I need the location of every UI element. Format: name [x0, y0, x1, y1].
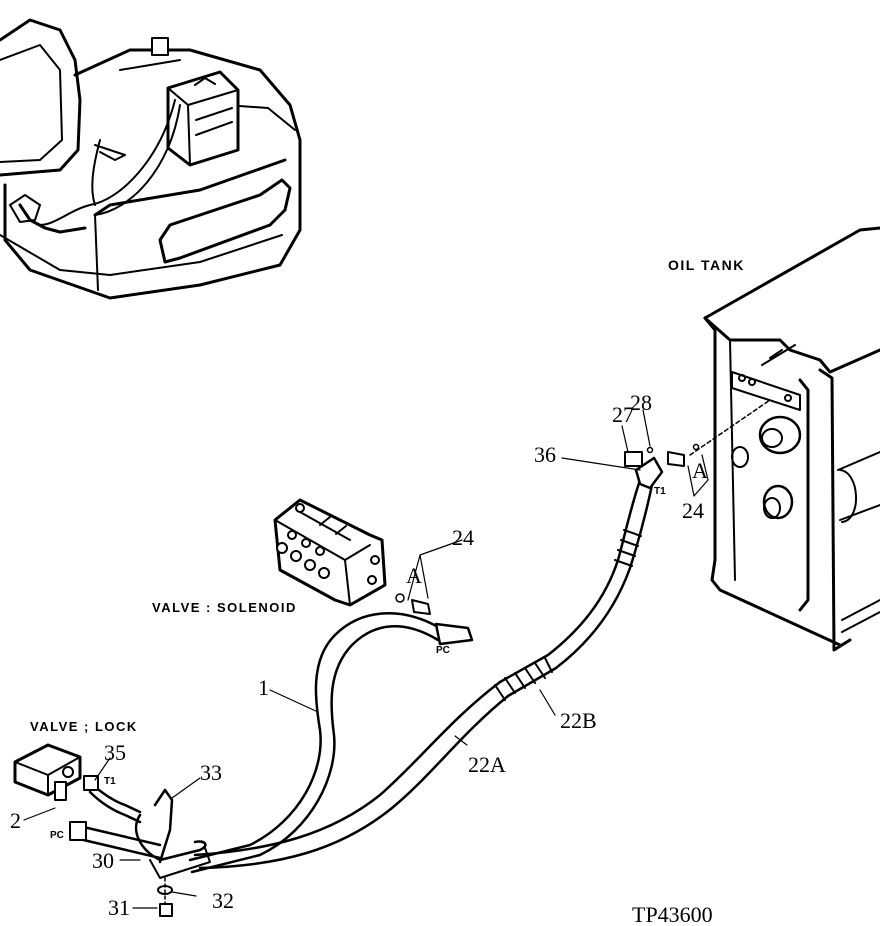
- callout-33: 33: [200, 760, 222, 785]
- valve-lock-label: VALVE ; LOCK: [30, 719, 138, 734]
- valve-solenoid-label: VALVE : SOLENOID: [152, 600, 297, 615]
- callout-24-tank: 24: [682, 498, 704, 523]
- callout-27: 27: [612, 402, 634, 427]
- drawing-number: TP43600: [632, 902, 713, 926]
- machine-overview: [0, 18, 302, 300]
- oil-tank: [689, 226, 880, 652]
- labels: OIL TANK VALVE : SOLENOID VALVE ; LOCK T…: [10, 257, 745, 926]
- callout-22b: 22B: [560, 708, 597, 733]
- port-pc-lock: PC: [50, 830, 64, 841]
- callout-35: 35: [104, 740, 126, 765]
- leader-lines: [23, 409, 709, 909]
- callout-31: 31: [108, 895, 130, 920]
- callout-1: 1: [258, 675, 269, 700]
- lock-valve: [13, 743, 82, 801]
- callout-32: 32: [212, 888, 234, 913]
- callout-30: 30: [92, 848, 114, 873]
- port-pc-solenoid: PC: [436, 645, 450, 656]
- oil-tank-label: OIL TANK: [668, 257, 745, 273]
- callout-2: 2: [10, 808, 21, 833]
- callout-36: 36: [534, 442, 556, 467]
- port-t1-lock: T1: [104, 776, 116, 787]
- callout-22a: 22A: [468, 752, 506, 777]
- callout-24-solenoid: 24: [452, 525, 474, 550]
- callout-a-solenoid: A: [406, 563, 422, 588]
- callout-28: 28: [630, 390, 652, 415]
- port-t1-tank: T1: [654, 486, 666, 497]
- hoses: [69, 443, 700, 917]
- solenoid-valve: [273, 498, 387, 607]
- callout-a-tank: A: [692, 458, 708, 483]
